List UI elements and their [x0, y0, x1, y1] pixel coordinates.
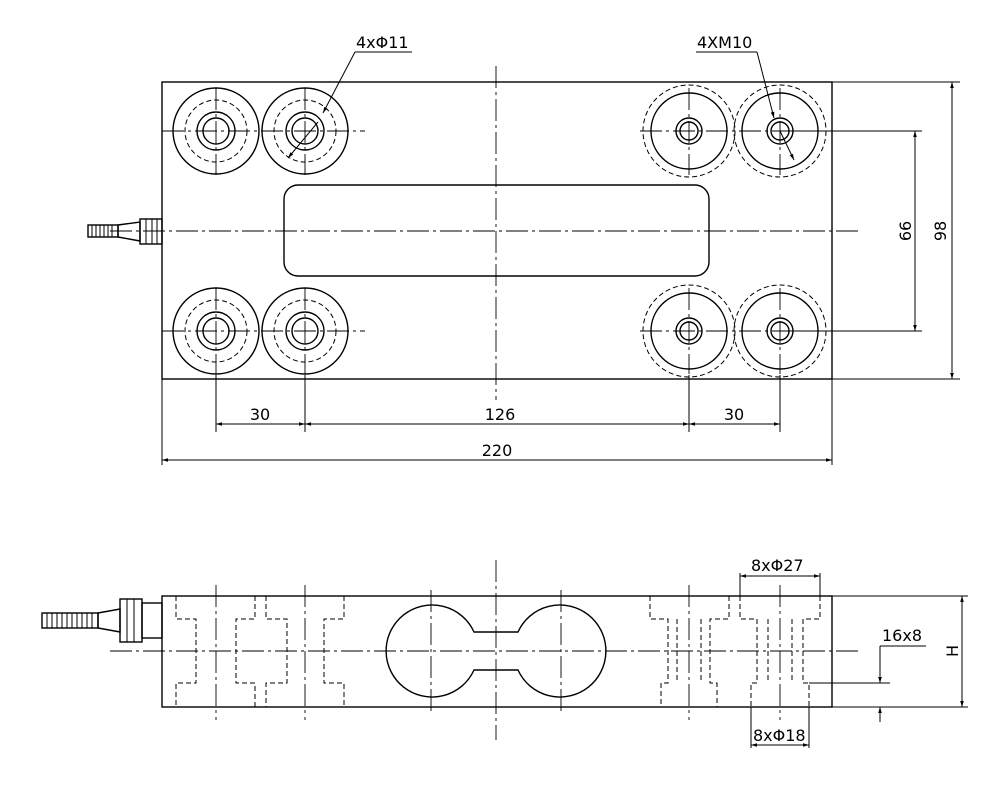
- callout-slot: 16x8: [809, 626, 926, 722]
- dim-hole-spacing: 66: [896, 221, 915, 241]
- callout-counterbore-top: 8xΦ27: [739, 556, 821, 596]
- side-view-cable: [41, 598, 163, 643]
- callout-counterbore-bottom: 8xΦ18: [750, 707, 810, 748]
- top-view-slot: [283, 184, 710, 277]
- top-view: 4xΦ11 4XM10 30 126 30 220: [87, 33, 960, 465]
- side-view-body: [161, 595, 833, 708]
- callout-counterbore-bottom-label: 8xΦ18: [753, 726, 806, 745]
- callout-through-holes-label: 4xΦ11: [356, 33, 409, 52]
- dim-height-total: 98: [931, 221, 950, 241]
- dim-pitch-middle: 126: [485, 405, 516, 424]
- hidden-bores: [175, 596, 821, 707]
- side-view-dogbone-cutout: [385, 604, 607, 698]
- callout-slot-label: 16x8: [882, 626, 922, 645]
- horizontal-dimensions: 30 126 30 220: [161, 375, 833, 465]
- callout-threaded-holes-label: 4XM10: [697, 33, 752, 52]
- side-view: 8xΦ27 8xΦ18 16x8 H: [41, 556, 968, 748]
- dim-pitch-end-left: 30: [250, 405, 270, 424]
- dim-pitch-end-right: 30: [724, 405, 744, 424]
- vertical-dimensions: 66 98: [790, 81, 960, 380]
- callout-threaded-holes: 4XM10: [696, 33, 795, 161]
- dim-height-label: H: [943, 645, 962, 657]
- dim-height: H: [832, 595, 968, 708]
- side-bore-centerlines: [215, 585, 781, 720]
- callout-through-holes: 4xΦ11: [287, 33, 412, 159]
- callout-counterbore-top-label: 8xΦ27: [751, 556, 804, 575]
- top-view-cable: [87, 218, 163, 245]
- dim-length-total: 220: [482, 441, 513, 460]
